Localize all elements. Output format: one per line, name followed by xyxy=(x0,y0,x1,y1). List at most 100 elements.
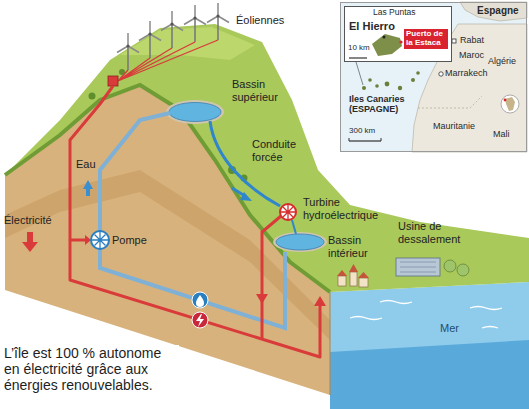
power-line xyxy=(70,86,320,357)
wind-turbine xyxy=(184,5,206,42)
wind-turbine xyxy=(139,21,161,58)
island xyxy=(416,71,420,75)
desalination-plant xyxy=(396,258,440,276)
city-marker xyxy=(452,39,456,43)
map-label: 10 km xyxy=(348,44,370,53)
island xyxy=(411,78,415,82)
water-arrow xyxy=(86,189,90,196)
basin-rim xyxy=(273,232,327,252)
house xyxy=(338,276,346,286)
inset-ground xyxy=(344,6,452,62)
map-border xyxy=(418,96,482,108)
wind-turbine xyxy=(207,3,229,40)
map-label: Espagne xyxy=(477,5,519,16)
desalination-plant xyxy=(400,262,436,272)
caption: L’île est 100 % autonome en électricité … xyxy=(4,345,179,393)
island-inset: Las Puntas El Hierro 10 km Puerto de la Est… xyxy=(344,6,452,62)
globe xyxy=(501,95,519,113)
soil-stratum xyxy=(5,170,330,340)
el-hierro-island xyxy=(372,34,402,56)
part-label: Turbine hydroélectrique xyxy=(303,196,393,221)
map-inset: EspagneRabatMarocMarrakechAlgérieIles Ca… xyxy=(340,2,527,152)
wind-turbine xyxy=(161,11,183,48)
city-marker xyxy=(439,72,443,76)
church-roof xyxy=(349,264,358,272)
map-sea xyxy=(340,2,527,152)
island xyxy=(368,78,372,82)
turbine-symbol xyxy=(280,204,296,220)
power-arrow xyxy=(314,296,326,306)
tree xyxy=(89,93,96,100)
part-label: Électricité xyxy=(4,214,52,227)
penstock xyxy=(210,121,280,206)
pump-symbol xyxy=(91,231,109,249)
power-icon xyxy=(196,314,204,327)
map-label: Mauritanie xyxy=(433,122,475,132)
basin-rim xyxy=(166,100,224,124)
water-icon xyxy=(192,292,208,308)
inset-leader xyxy=(356,62,363,85)
part-label: Bassin supérieur xyxy=(232,78,287,103)
map-label: Maroc xyxy=(459,51,484,61)
power-icon xyxy=(192,312,208,328)
island xyxy=(398,86,402,90)
globe-africa xyxy=(505,97,515,111)
part-label: Pompe xyxy=(112,234,147,247)
globe-marker xyxy=(504,99,507,102)
power-arrow xyxy=(22,242,38,252)
hill-highlight xyxy=(120,27,255,60)
part-label: Mer xyxy=(440,322,459,335)
water-icon xyxy=(196,295,204,307)
water-pipe xyxy=(100,249,285,328)
scale-bar xyxy=(349,140,381,141)
map-label: Marrakech xyxy=(445,69,488,79)
tank xyxy=(444,260,456,272)
lower-basin xyxy=(276,234,324,250)
wave xyxy=(350,301,502,329)
part-label: Usine de dessalement xyxy=(398,220,470,245)
upper-basin xyxy=(169,103,221,122)
outflow-pipe xyxy=(292,220,296,234)
map-label: Las Puntas xyxy=(373,8,416,17)
scale-bar xyxy=(349,57,367,58)
map-label: Iles Canaries (ESPAGNE) xyxy=(349,95,419,115)
power-line xyxy=(70,239,86,242)
town-marker xyxy=(383,36,386,39)
part-label: Eau xyxy=(76,158,96,171)
sea-face xyxy=(330,340,529,409)
section-edge xyxy=(330,292,331,395)
water-arrow xyxy=(83,180,93,189)
substation xyxy=(108,76,118,86)
house xyxy=(359,278,368,287)
wind-turbine xyxy=(117,33,139,70)
part-label: Conduite forcée xyxy=(252,138,307,163)
house-roof xyxy=(337,270,347,276)
map-label: Rabat xyxy=(460,36,484,46)
turbine-symbol xyxy=(281,205,295,219)
tank xyxy=(457,264,469,276)
flow-arrow xyxy=(240,192,252,201)
island xyxy=(375,84,379,88)
power-wire xyxy=(118,40,218,81)
power-line xyxy=(262,216,281,339)
sea-surface xyxy=(330,282,529,409)
map-label: 300 km xyxy=(349,127,375,136)
pump-symbol xyxy=(92,232,108,248)
map-label: El Hierro xyxy=(349,20,395,32)
map-label: Mali xyxy=(493,130,510,140)
map-spain xyxy=(460,2,527,21)
island xyxy=(385,82,390,87)
map-label: Algérie xyxy=(488,57,516,67)
part-label: Bassin intérieur xyxy=(328,234,380,259)
power-arrow xyxy=(27,232,33,242)
island xyxy=(362,86,366,90)
power-arrow xyxy=(256,294,268,304)
part-label: Éoliennes xyxy=(236,14,284,27)
house-roof xyxy=(358,272,369,278)
map-label: Puerto de la Estaca xyxy=(404,29,448,49)
grass-edge xyxy=(5,85,330,292)
soil-section xyxy=(5,85,330,395)
